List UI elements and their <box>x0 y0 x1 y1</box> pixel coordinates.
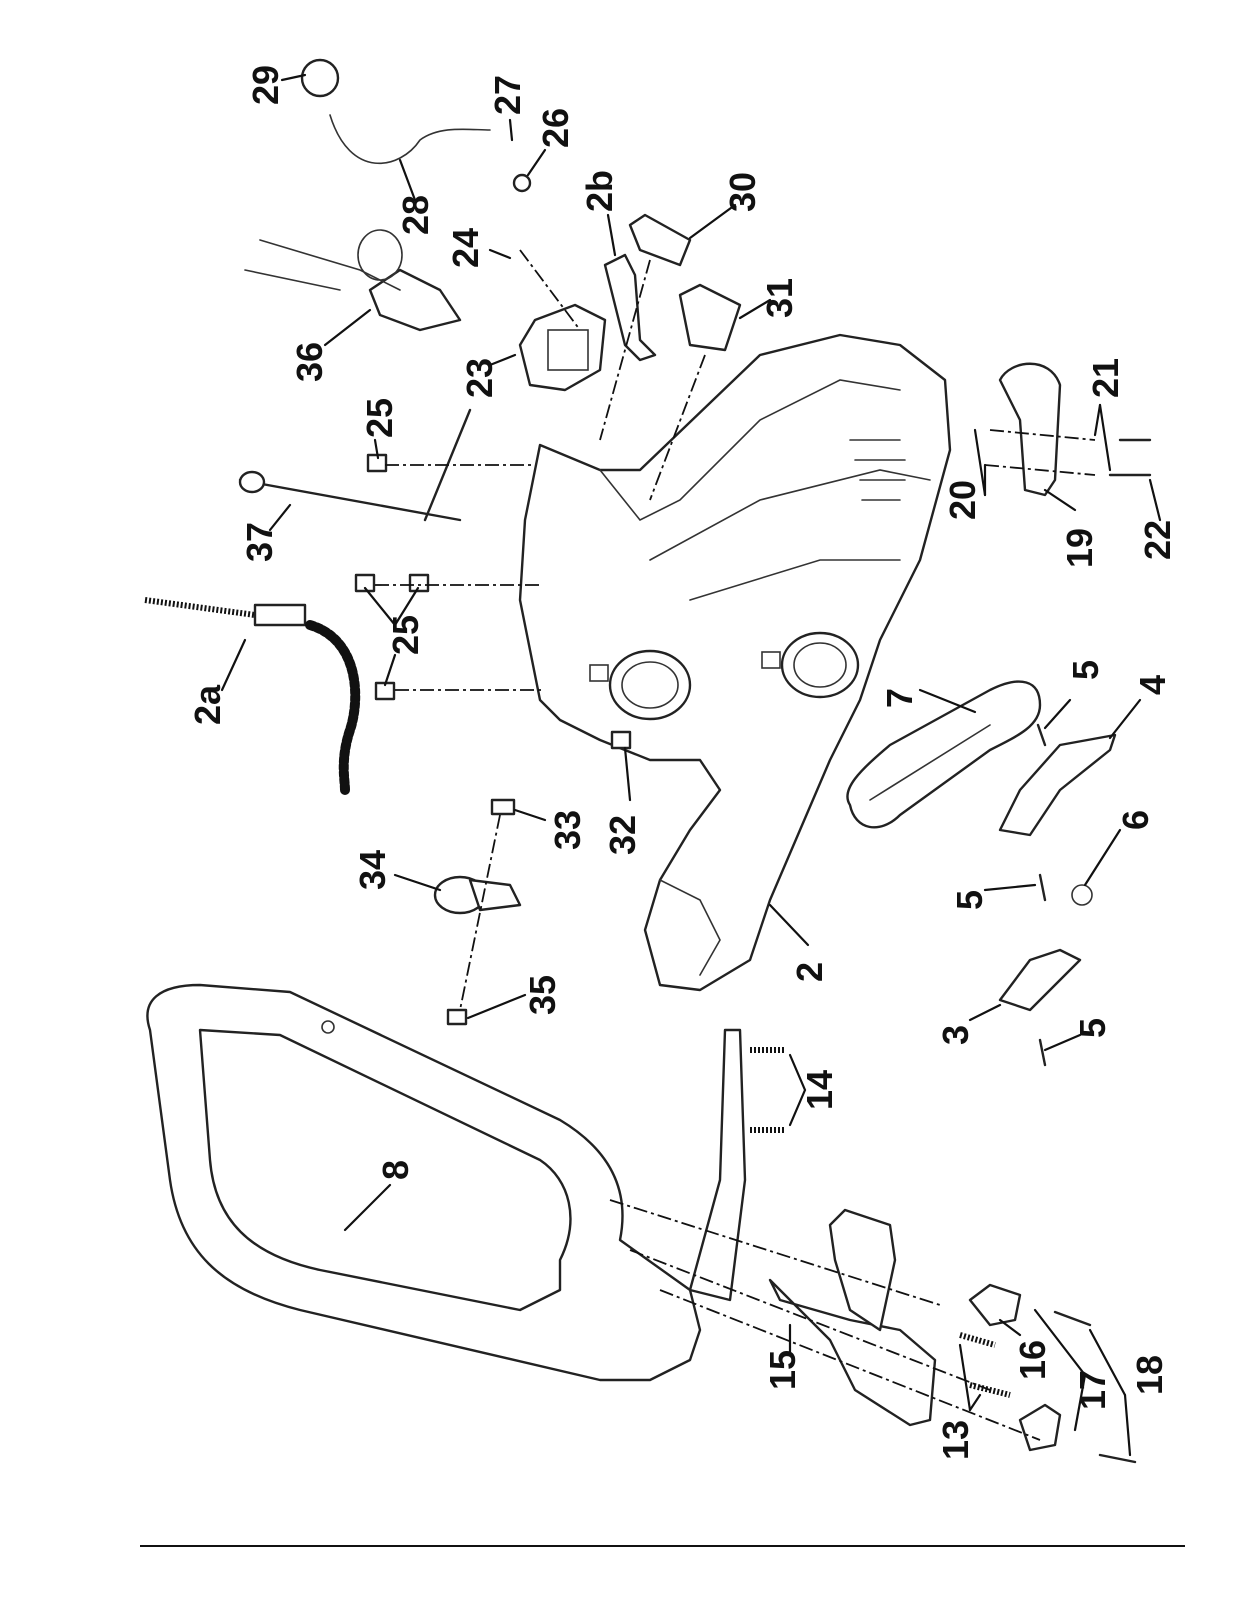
screw-13-upper <box>960 1335 995 1345</box>
callout-5-lower: 5 <box>1072 1018 1113 1038</box>
callout-34: 34 <box>352 850 393 890</box>
nut-35 <box>448 1010 466 1024</box>
pin-5-lower <box>1040 1040 1045 1065</box>
callout-3: 3 <box>935 1025 976 1045</box>
callout-32: 32 <box>602 815 643 855</box>
callout-16: 16 <box>1012 1340 1053 1380</box>
callout-28: 28 <box>395 195 436 235</box>
throttle-lockout <box>1000 950 1080 1010</box>
callout-23: 23 <box>459 358 500 398</box>
front-handle-bar <box>147 985 745 1380</box>
callout-2b: 2b <box>579 170 620 212</box>
cable-28 <box>330 115 490 163</box>
callout-25-middle: 25 <box>385 615 426 655</box>
end-cap <box>1000 364 1060 495</box>
callout-8: 8 <box>375 1160 416 1180</box>
callout-27: 27 <box>487 75 528 115</box>
callout-19: 19 <box>1059 528 1100 568</box>
cap-30 <box>630 215 690 265</box>
callout-37: 37 <box>239 522 280 562</box>
callout-7: 7 <box>879 688 920 708</box>
callout-26: 26 <box>535 108 576 148</box>
callout-25-top: 25 <box>359 398 400 438</box>
main-housing <box>520 335 950 990</box>
hose-2a-thread <box>145 600 255 615</box>
throttle-trigger <box>1000 735 1115 835</box>
hose-2a <box>310 625 355 790</box>
callout-20: 20 <box>942 480 983 520</box>
callout-36: 36 <box>289 342 330 382</box>
callout-4: 4 <box>1132 675 1173 695</box>
callout-18: 18 <box>1129 1355 1170 1395</box>
cap-31 <box>680 285 740 350</box>
callout-21: 21 <box>1085 358 1126 398</box>
callout-30: 30 <box>722 172 763 212</box>
callout-5-upper: 5 <box>1065 660 1106 680</box>
spring-6 <box>1072 885 1092 905</box>
nut-32 <box>612 732 630 748</box>
clip-nut-25c <box>410 575 428 591</box>
callout-22: 22 <box>1137 520 1178 560</box>
callout-2: 2 <box>789 962 830 982</box>
callout-33: 33 <box>547 810 588 850</box>
footer-rule <box>140 1545 1185 1547</box>
rubber-mount-upper <box>970 1285 1020 1325</box>
callout-17: 17 <box>1072 1370 1113 1410</box>
callout-13: 13 <box>935 1420 976 1460</box>
intake-assembly <box>520 305 605 390</box>
bolt-33 <box>492 800 514 814</box>
rubber-mount-lower <box>1020 1405 1060 1450</box>
callout-31: 31 <box>759 278 800 318</box>
callout-35: 35 <box>522 975 563 1015</box>
callout-15: 15 <box>762 1350 803 1390</box>
callout-6: 6 <box>1115 810 1156 830</box>
callout-14: 14 <box>799 1070 840 1110</box>
callout-5-middle: 5 <box>949 890 990 910</box>
callout-29: 29 <box>245 65 286 105</box>
callout-2a: 2a <box>187 684 228 725</box>
callout-24: 24 <box>445 228 486 268</box>
pin-5-middle <box>1040 875 1045 900</box>
screw-18-upper <box>1055 1312 1090 1325</box>
